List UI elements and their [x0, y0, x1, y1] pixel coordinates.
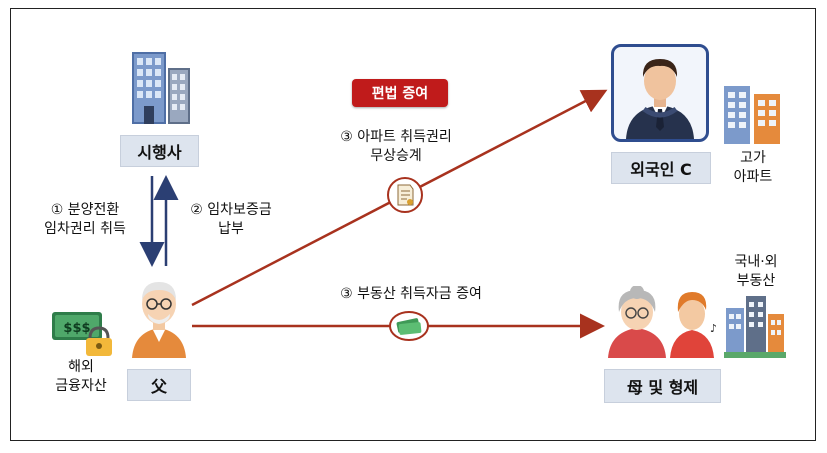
- domestic-foreign-re-line2: 부동산: [736, 273, 776, 289]
- node-father: 父: [127, 369, 191, 401]
- expensive-apt-line2: 아파트: [733, 169, 773, 185]
- domestic-foreign-re-caption: 국내·외 부동산: [720, 253, 792, 291]
- document-icon: [387, 177, 423, 213]
- expensive-apt-line1: 고가: [740, 150, 766, 166]
- city-buildings-icon: [724, 296, 786, 358]
- step3a-line1: ③ 아파트 취득권리: [340, 129, 452, 145]
- svg-text:♪: ♪: [710, 322, 717, 335]
- expensive-apt-caption: 고가 아파트: [722, 149, 784, 187]
- building-icon: [132, 52, 190, 124]
- apartment-icon: [724, 86, 780, 144]
- step1-text: ① 분양전환 임차권리 취득: [28, 201, 142, 239]
- overseas-assets-caption: 해외 금융자산: [46, 358, 116, 396]
- overseas-assets-line1: 해외: [68, 359, 94, 375]
- badge-illegal-gift: 편법 증여: [352, 79, 448, 107]
- grandmother-icon: [608, 286, 666, 358]
- step1-line1: ① 분양전환: [50, 202, 120, 218]
- money-sign: $$$: [63, 321, 90, 336]
- money-icon: [389, 311, 429, 341]
- step3b-text: ③ 부동산 취득자금 증여: [340, 286, 482, 302]
- businessman-icon: [626, 59, 694, 139]
- node-family: 母 및 형제: [604, 369, 721, 403]
- young-man-icon: ♪: [670, 292, 717, 358]
- cash-lock-icon: $$$: [52, 312, 112, 356]
- overseas-assets-line2: 금융자산: [55, 378, 107, 394]
- domestic-foreign-re-line1: 국내·외: [734, 254, 778, 270]
- step2-line1: ② 임차보증금: [190, 202, 272, 218]
- step1-line2: 임차권리 취득: [44, 221, 126, 237]
- step3a-text: ③ 아파트 취득권리 무상승계: [316, 128, 476, 166]
- foreigner-portrait: [611, 44, 709, 142]
- step2-line2: 납부: [218, 221, 244, 237]
- node-foreigner: 외국인 C: [611, 152, 711, 184]
- step2-text: ② 임차보증금 납부: [176, 201, 286, 239]
- grandfather-icon: [132, 282, 186, 358]
- node-developer: 시행사: [120, 135, 199, 167]
- step3a-line2: 무상승계: [370, 148, 422, 164]
